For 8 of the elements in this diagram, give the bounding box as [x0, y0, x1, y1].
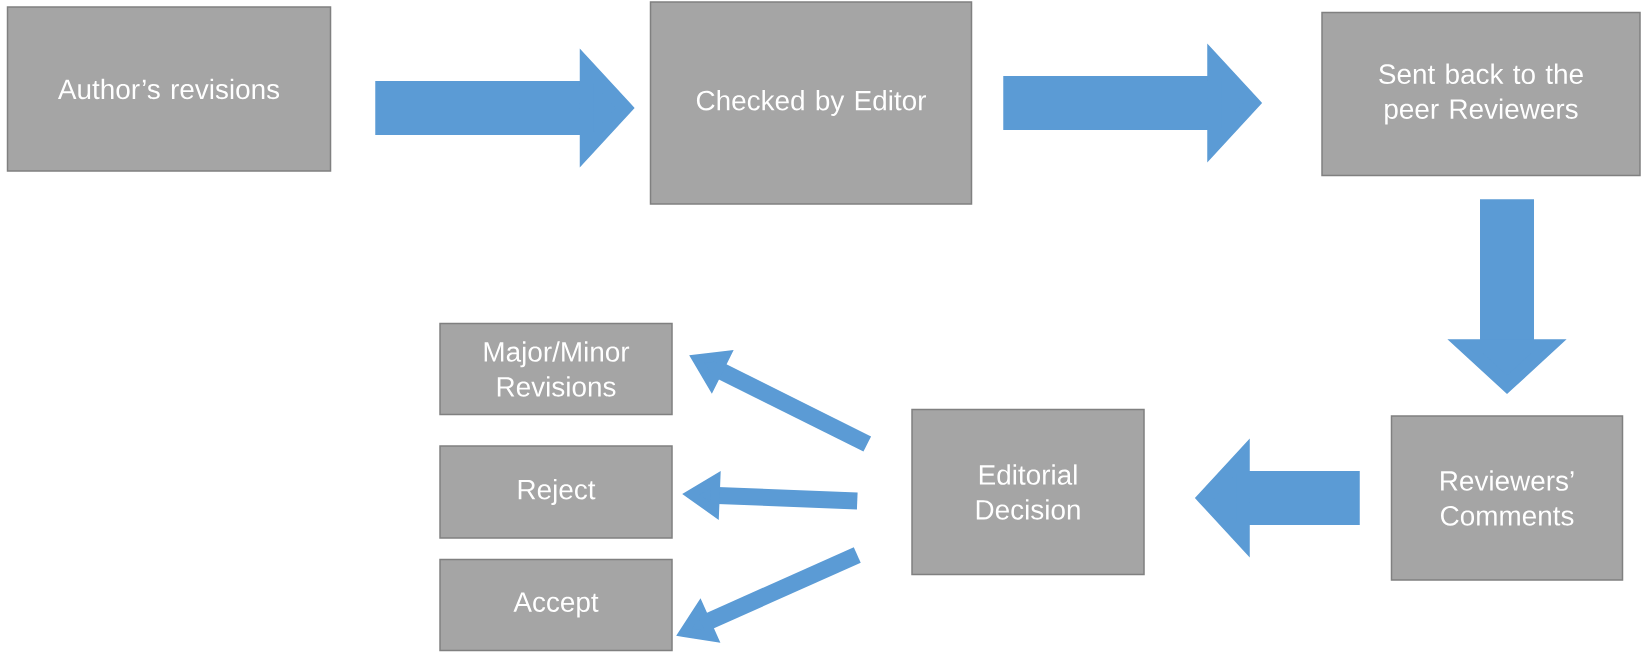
- process-box: Reject: [439, 445, 673, 539]
- process-box: Sent back to the peer Reviewers: [1321, 11, 1641, 177]
- process-box: Checked by Editor: [649, 1, 973, 205]
- process-box: Reviewers’ Comments: [1390, 415, 1624, 581]
- process-box: Accept: [439, 558, 673, 652]
- process-box: Editorial Decision: [911, 408, 1145, 576]
- process-box: Author’s revisions: [6, 6, 332, 172]
- process-box: Major/Minor Revisions: [439, 322, 673, 416]
